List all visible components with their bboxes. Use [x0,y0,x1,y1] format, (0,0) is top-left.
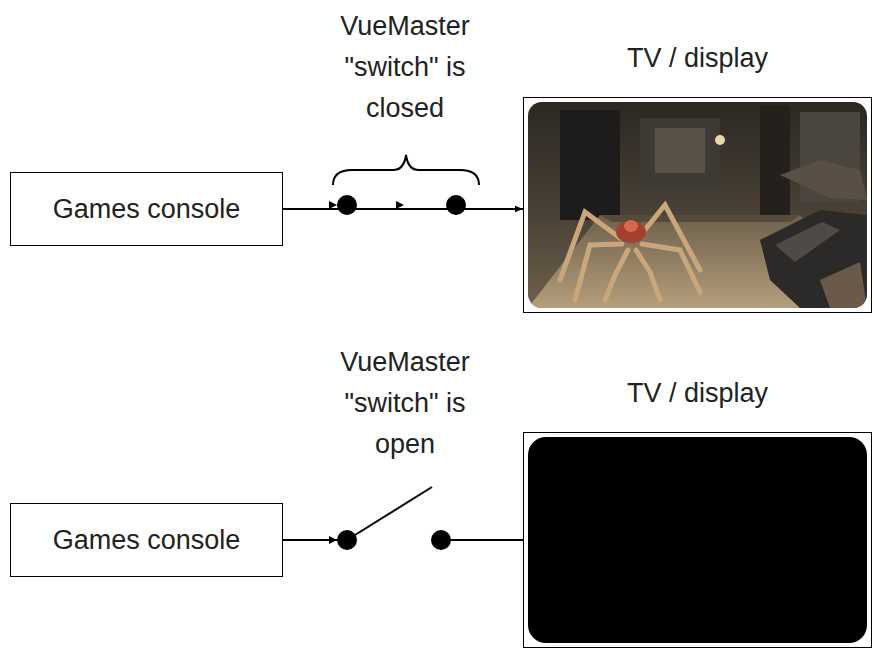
open-switch [283,487,523,550]
drawing-part [396,201,404,209]
drawing-part [760,105,790,225]
drawing-part [636,250,660,300]
drawing-part [760,210,867,308]
display-box: TV / display [523,432,872,648]
console-box: Games console [10,503,283,577]
display-box: TV / display [523,97,872,313]
drawing-part [640,205,700,270]
game-screenshot [528,102,867,308]
blank-screen [528,437,867,643]
drawing-part [347,487,432,540]
drawing-part [441,539,523,541]
drawing-part [616,221,646,243]
box-label: Games console [53,524,241,556]
drawing-part [560,110,620,220]
drawing-part [528,102,867,308]
drawing-part [820,262,867,308]
drawing-part [560,205,700,300]
box-label: Games console [53,193,241,225]
drawing-part [715,135,725,145]
drawing-part [640,118,720,188]
brace [333,155,479,185]
drawing-part [780,160,867,200]
drawing-part [624,220,638,232]
switch-caption: VueMaster "switch" is closed [315,6,495,129]
drawing-part [446,195,466,215]
switch-caption: VueMaster "switch" is open [315,342,495,465]
display-heading: TV / display [504,377,874,409]
drawing-part [642,244,700,292]
drawing-part [775,222,840,262]
drawing-part [329,536,337,544]
drawing-part [329,201,337,209]
drawing-part [337,195,357,215]
signal-line [283,208,523,210]
drawing-part [605,250,628,300]
closed-switch [329,155,479,215]
drawing-part [655,128,705,173]
display-heading: TV / display [504,42,874,74]
console-box: Games console [10,172,283,246]
drawing-part [337,530,357,550]
